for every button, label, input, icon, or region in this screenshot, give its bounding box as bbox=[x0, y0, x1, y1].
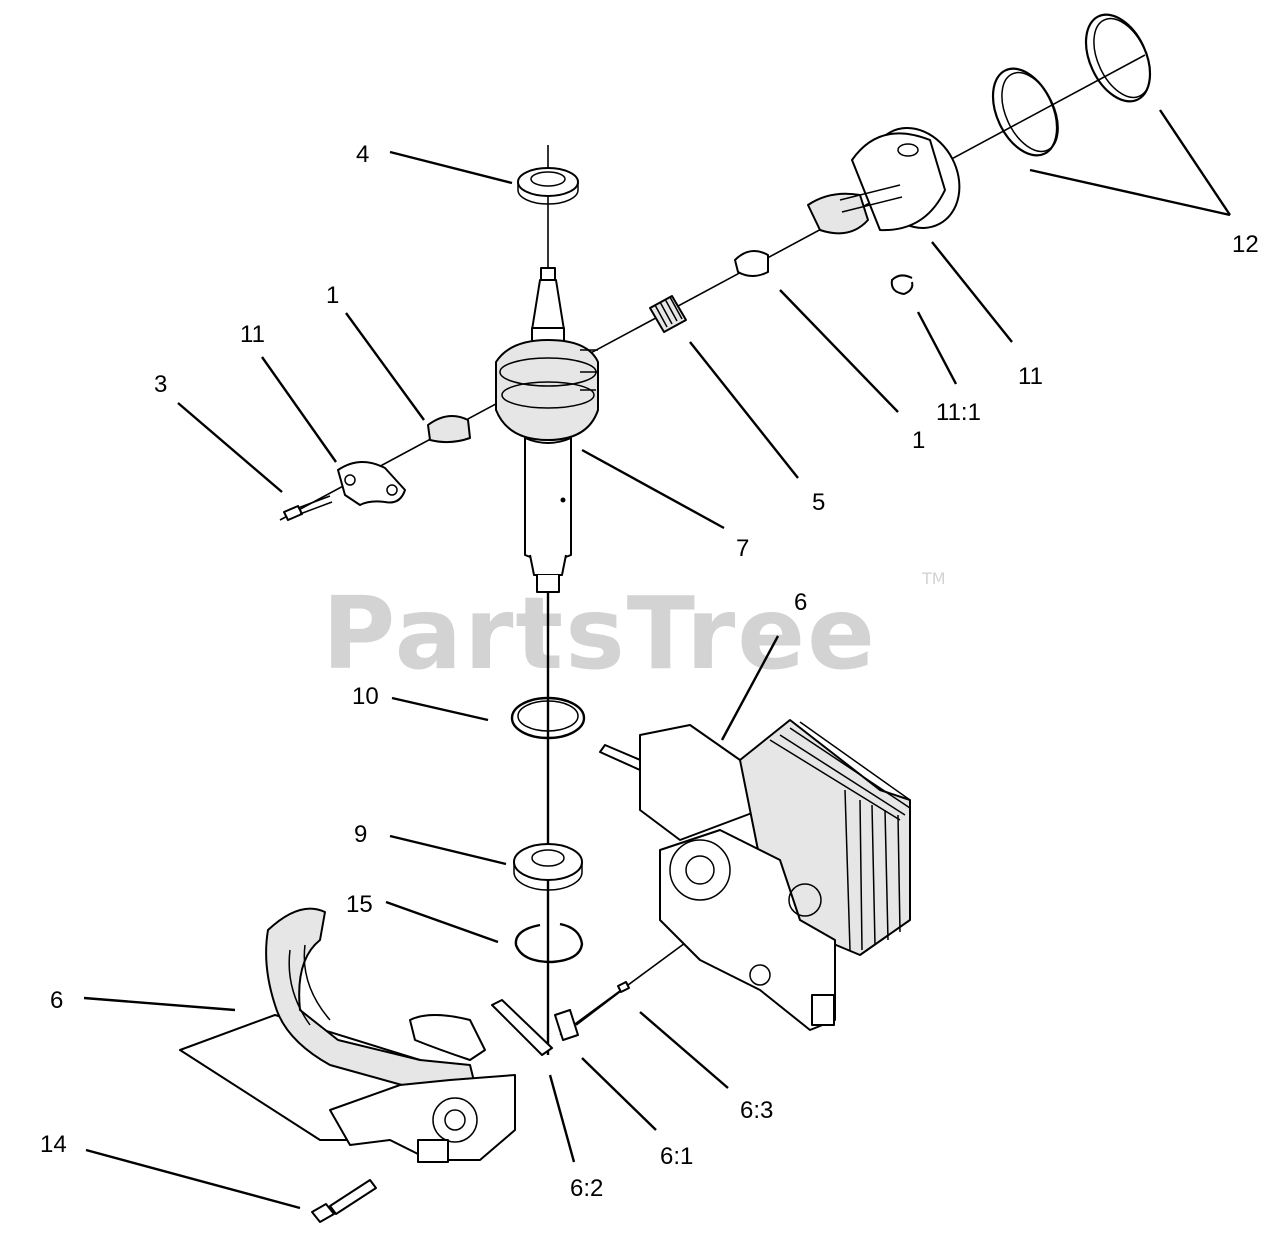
callout-6-3: 6:3 bbox=[740, 1097, 773, 1124]
part-5-needle-bearing bbox=[649, 295, 687, 333]
callout-10: 10 bbox=[352, 683, 379, 710]
callout-6-1: 6:1 bbox=[660, 1143, 693, 1170]
leader-lines bbox=[83, 109, 1231, 1210]
callout-5: 5 bbox=[812, 489, 825, 516]
watermark-trademark: TM bbox=[921, 569, 946, 588]
part-14-bolt bbox=[311, 1179, 377, 1223]
callout-14: 14 bbox=[40, 1131, 67, 1158]
part-6-1-plate bbox=[554, 1009, 579, 1041]
part-3-screw bbox=[283, 495, 333, 521]
part-1-bearing-left bbox=[427, 415, 471, 444]
callout-6-case: 6 bbox=[50, 987, 63, 1014]
part-6-2-gasket bbox=[491, 999, 553, 1056]
callout-1-right: 1 bbox=[912, 427, 925, 454]
part-6-crankcase-half bbox=[179, 907, 516, 1163]
callout-15: 15 bbox=[346, 891, 373, 918]
part-11-1-clip bbox=[890, 274, 914, 296]
part-4-seal bbox=[517, 167, 579, 205]
part-9-seal bbox=[513, 843, 583, 891]
callout-7: 7 bbox=[736, 535, 749, 562]
callout-11-right: 11 bbox=[1018, 363, 1043, 390]
part-7-crankshaft bbox=[495, 267, 599, 593]
part-12-piston-rings bbox=[991, 13, 1152, 157]
callout-1-left: 1 bbox=[326, 282, 339, 309]
parts-tree-watermark: PartsTree TM bbox=[322, 569, 946, 692]
part-6-3-stud bbox=[575, 981, 630, 1026]
callout-12: 12 bbox=[1232, 231, 1259, 258]
callout-4: 4 bbox=[356, 141, 369, 168]
watermark-text: PartsTree bbox=[322, 575, 877, 692]
callout-6-2: 6:2 bbox=[570, 1175, 603, 1202]
part-15-snap-ring bbox=[514, 922, 584, 964]
part-11-piston bbox=[807, 127, 961, 235]
part-11-rod-cap bbox=[337, 461, 406, 506]
part-1-bearing-right bbox=[734, 250, 769, 277]
callout-labels: 4 1 11 3 12 11 11:1 1 5 7 6 10 9 15 6 14… bbox=[40, 141, 1259, 1202]
callout-6-block: 6 bbox=[794, 589, 807, 616]
callout-11-1: 11:1 bbox=[936, 399, 981, 426]
callout-3: 3 bbox=[154, 371, 167, 398]
callout-9: 9 bbox=[354, 821, 367, 848]
callout-11-left: 11 bbox=[240, 321, 265, 348]
part-6-cylinder-block bbox=[599, 719, 911, 1031]
assembly-axes bbox=[279, 54, 1146, 1055]
part-10-ring bbox=[510, 696, 586, 740]
